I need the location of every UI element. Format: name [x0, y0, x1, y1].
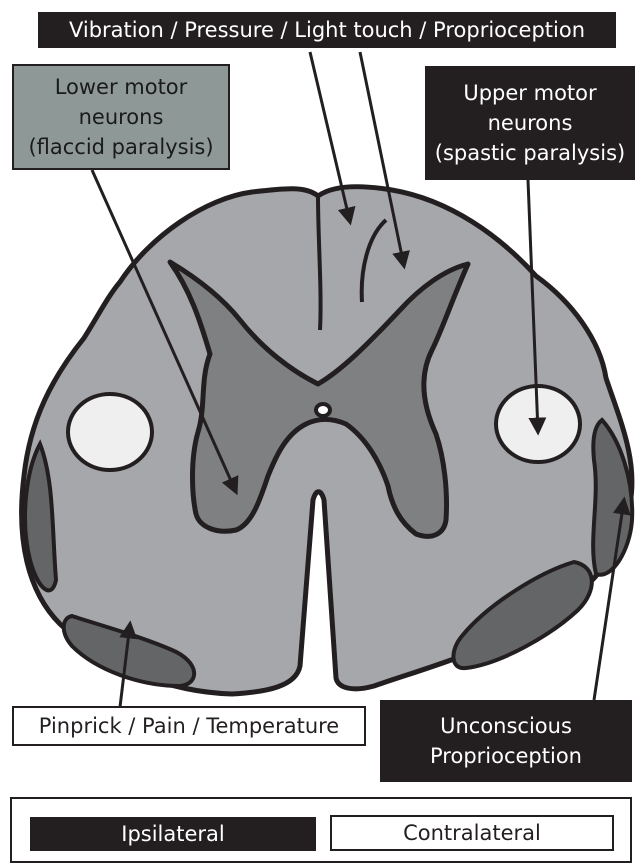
label-upper-motor-neurons: Upper motor neurons (spastic paralysis): [425, 66, 635, 180]
umn-line-1: Upper motor: [463, 78, 596, 108]
up-line-1: Unconscious: [440, 711, 572, 741]
label-unconscious-proprioception: Unconscious Proprioception: [380, 700, 632, 782]
central-canal: [316, 404, 330, 416]
umn-line-3: (spastic paralysis): [435, 138, 625, 168]
legend-contralateral: Contralateral: [330, 815, 614, 851]
legend-contralateral-text: Contralateral: [403, 818, 541, 848]
umn-line-2: neurons: [488, 108, 573, 138]
legend-ipsilateral: Ipsilateral: [30, 817, 316, 851]
up-line-2: Proprioception: [430, 741, 582, 771]
lmn-line-3: (flaccid paralysis): [28, 132, 213, 162]
label-dorsal-columns: Vibration / Pressure / Light touch / Pro…: [38, 12, 616, 48]
label-pain-temperature: Pinprick / Pain / Temperature: [12, 706, 366, 746]
lmn-line-1: Lower motor: [55, 72, 188, 102]
label-dorsal-columns-text: Vibration / Pressure / Light touch / Pro…: [69, 15, 585, 45]
label-lower-motor-neurons: Lower motor neurons (flaccid paralysis): [12, 64, 230, 170]
legend-ipsilateral-text: Ipsilateral: [121, 819, 225, 849]
label-pain-temperature-text: Pinprick / Pain / Temperature: [39, 711, 339, 741]
corticospinal-tract-left: [68, 394, 152, 470]
lmn-line-2: neurons: [79, 102, 164, 132]
